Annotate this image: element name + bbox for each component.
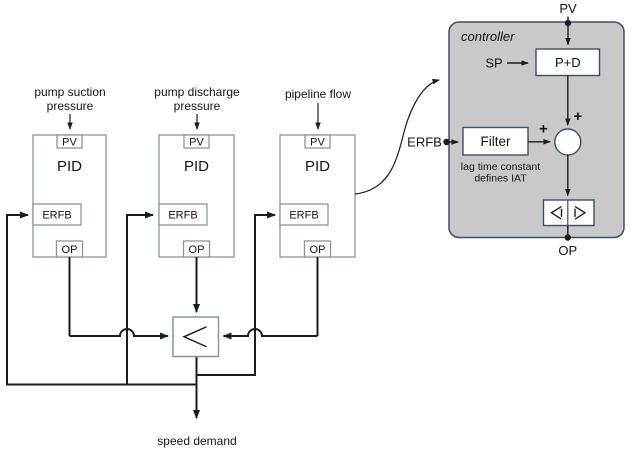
filter-block-label: Filter [481,134,512,149]
pid-block-flow: pipeline flow PV PID ERFB OP [279,87,356,258]
wire-feedback-left [6,211,197,386]
signal-wiring [6,211,319,419]
pid3-op-label: OP [310,244,326,256]
low-select-icon [182,326,207,348]
low-limit-icon [550,206,563,220]
wire-feedback-right [196,211,276,376]
pid2-label-line2: pressure [174,99,221,113]
pid2-box [158,134,235,258]
low-select-block [172,316,220,358]
controller-detail: controller PV P+D SP + ERFB Filter + lag… [407,1,625,258]
summer-plus-pd: + [574,108,583,125]
pid-block-suction: pump suction pressure PV PID ERFB OP [32,85,107,258]
filter-note-line2: defines IAT [474,173,527,185]
pid1-erfb-port [32,203,82,226]
pid3-title: PID [305,158,330,175]
high-limit-icon [574,206,587,220]
pd-block [535,48,601,77]
pid1-label-line2: pressure [47,99,94,113]
pd-block-label: P+D [555,55,581,70]
pid2-erfb-label: ERFB [168,210,197,222]
pid3-pv-label: PV [310,137,325,149]
wire-op3-to-selector [222,328,318,340]
pid-block-discharge: pump discharge pressure PV PID ERFB OP [154,85,240,258]
controller-sp-label: SP [485,56,502,71]
summer-plus-filter: + [539,121,548,138]
controller-pv-label: PV [559,1,577,16]
pid2-erfb-port [158,203,208,226]
pid3-pv-port [304,134,331,149]
pid3-label-line1: pipeline flow [285,87,351,101]
pid3-erfb-port [279,203,329,226]
controller-pv-node [564,19,572,27]
summer-circle [554,128,582,156]
pid1-erfb-label: ERFB [42,210,71,222]
pid2-pv-label: PV [189,137,204,149]
expansion-connector [354,78,440,195]
filter-note-line1: lag time constant [461,161,540,173]
pid1-label-line1: pump suction [34,85,105,99]
controller-erfb-label: ERFB [407,135,442,150]
pid2-op-label: OP [189,244,205,256]
pid2-title: PID [184,158,209,175]
speed-demand-label: speed demand [157,434,236,448]
pid1-pv-label: PV [62,137,77,149]
pid3-box [279,134,356,258]
controller-op-node [564,234,571,241]
pid3-erfb-label: ERFB [289,210,318,222]
low-select-box [172,316,220,358]
controller-op-label: OP [558,243,577,258]
controller-title: controller [461,29,515,44]
pid1-op-label: OP [62,244,78,256]
pid1-box [32,134,107,258]
pid1-pv-port [56,134,83,149]
wire-op1-to-selector [69,328,169,340]
pid2-pv-port [183,134,210,149]
pid2-label-line1: pump discharge [154,85,240,99]
wire-feedback-middle [126,211,154,385]
pid1-title: PID [57,158,82,175]
